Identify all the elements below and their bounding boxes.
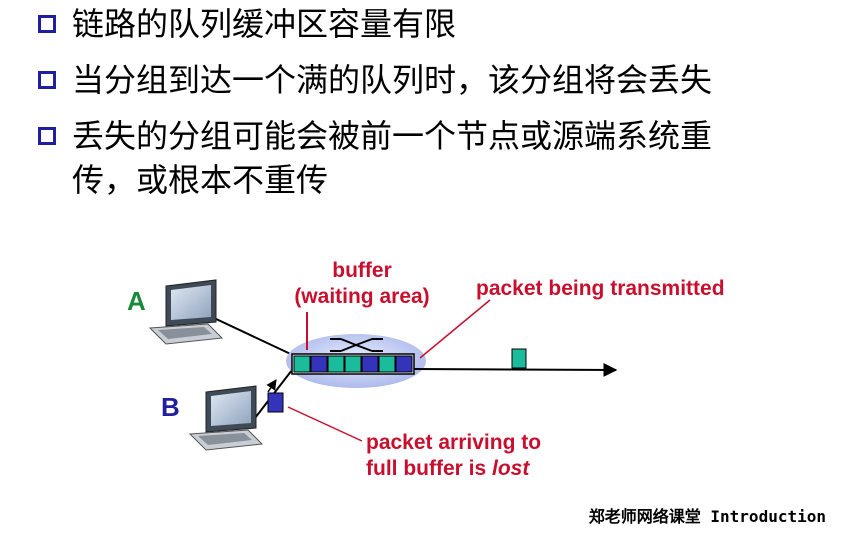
footer-text: 郑老师网络课堂 Introduction (588, 507, 826, 526)
bullet-3: 丢失的分组可能会被前一个节点或源端系统重 (38, 112, 712, 160)
queued-packet (395, 355, 413, 373)
router-symbol-icon (330, 338, 383, 352)
bullet-2: 当分组到达一个满的队列时，该分组将会丢失 (38, 56, 712, 104)
queued-packet (344, 355, 362, 373)
bullet-box-icon (38, 71, 56, 89)
bullet-box-icon (38, 127, 56, 145)
host-b-label: B (161, 392, 180, 422)
bullet-1: 链路的队列缓冲区容量有限 (38, 0, 456, 48)
queued-packet (327, 355, 345, 373)
lost-packet (267, 392, 284, 413)
queued-packet (361, 355, 379, 373)
transmitted-label: packet being transmitted (476, 277, 725, 300)
host-a-label: A (127, 286, 146, 316)
bullet-box-icon (38, 15, 56, 33)
lost-label: packet arriving to full buffer is lost (366, 431, 542, 480)
buffer-label: buffer (waiting area) (294, 259, 430, 308)
lost-callout-line (287, 406, 363, 442)
queued-packet (310, 355, 328, 373)
outgoing-link (413, 362, 618, 377)
host-a-computer-icon (148, 279, 224, 345)
buffer-queue (291, 353, 415, 375)
queued-packet (293, 355, 311, 373)
link-a (213, 317, 298, 358)
transmitted-callout-line (419, 299, 491, 359)
arrival-arrow (266, 379, 277, 393)
bullet-3-continued: 传，或根本不重传 (72, 161, 329, 199)
queued-packet (378, 355, 396, 373)
host-b-computer-icon (188, 385, 264, 451)
transmitted-packet (511, 348, 527, 369)
